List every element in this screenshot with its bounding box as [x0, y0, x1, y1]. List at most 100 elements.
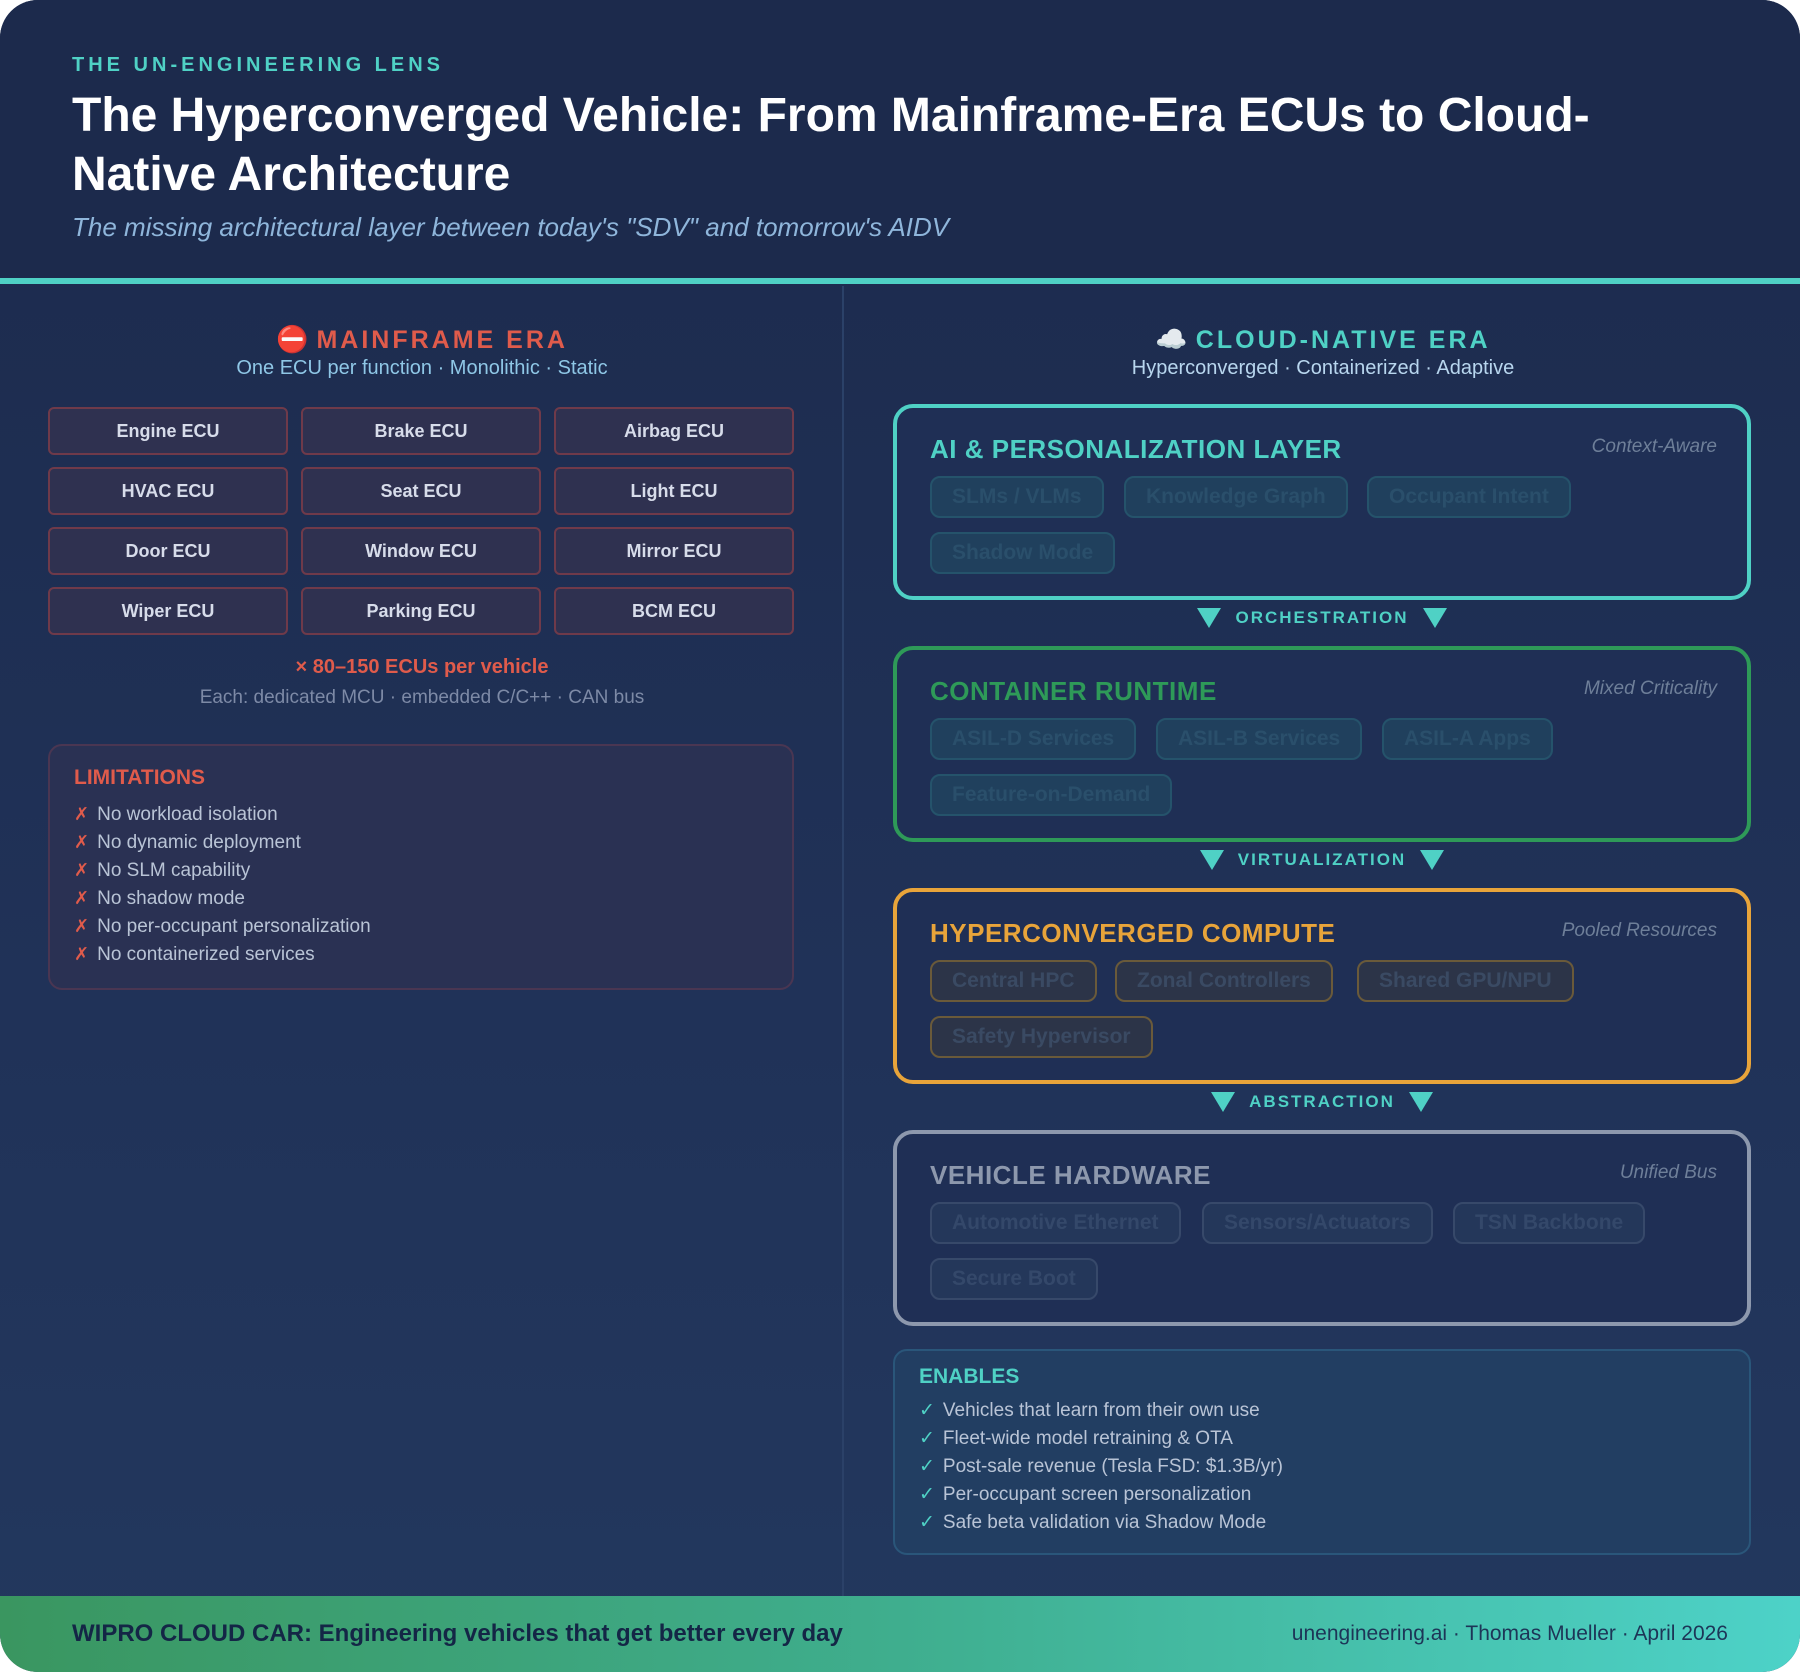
limitations-panel: LIMITATIONS ✗No workload isolation ✗No d… [48, 744, 794, 990]
connector-orchestration: ORCHESTRATION [893, 608, 1751, 648]
limitations-title: LIMITATIONS [74, 766, 206, 789]
header-divider [0, 278, 1800, 284]
footer-bar: WIPRO CLOUD CAR: Engineering vehicles th… [0, 1596, 1800, 1672]
layer-chip: SLMs / VLMs [930, 476, 1104, 518]
column-divider [842, 286, 844, 1596]
list-item: ✗No dynamic deployment [74, 832, 301, 853]
enables-list: ✓Vehicles that learn from their own use … [919, 1397, 1283, 1537]
layer-chip: Safety Hypervisor [930, 1016, 1153, 1058]
layer-title: HYPERCONVERGED COMPUTE [930, 918, 1336, 948]
no-entry-icon: ⛔ [276, 324, 309, 354]
layer-chip: TSN Backbone [1453, 1202, 1646, 1244]
cross-icon: ✗ [74, 832, 90, 852]
list-item: ✗No workload isolation [74, 804, 278, 825]
enables-panel: ENABLES ✓Vehicles that learn from their … [893, 1349, 1751, 1555]
list-item: ✗No per-occupant personalization [74, 916, 371, 937]
page-subtitle: The missing architectural layer between … [72, 212, 950, 242]
layer-title: CONTAINER RUNTIME [930, 676, 1217, 706]
arrow-down-icon [1199, 850, 1224, 870]
footer-tagline: WIPRO CLOUD CAR: Engineering vehicles th… [72, 1620, 843, 1647]
ecu-grid: Engine ECU Brake ECU Airbag ECU HVAC ECU… [48, 407, 794, 637]
list-item: ✓Post-sale revenue (Tesla FSD: $1.3B/yr) [919, 1456, 1283, 1477]
layer-vehicle-hardware: VEHICLE HARDWARE Unified Bus Automotive … [893, 1130, 1751, 1326]
arrow-down-icon [1211, 1092, 1236, 1112]
list-item: ✗No SLM capability [74, 860, 251, 881]
cross-icon: ✗ [74, 944, 90, 964]
layer-chip: Knowledge Graph [1124, 476, 1348, 518]
check-icon: ✓ [919, 1456, 935, 1477]
check-icon: ✓ [919, 1512, 935, 1533]
check-icon: ✓ [919, 1400, 935, 1421]
list-item: ✓Fleet-wide model retraining & OTA [919, 1428, 1233, 1449]
cloud-native-era-header: ☁️CLOUD-NATIVE ERA Hyperconverged · Cont… [973, 324, 1673, 380]
list-item: ✓Safe beta validation via Shadow Mode [919, 1512, 1267, 1533]
layer-tag: Unified Bus [1619, 1162, 1717, 1183]
enables-title: ENABLES [919, 1365, 1020, 1388]
layer-chip: Secure Boot [930, 1258, 1098, 1300]
ecu-count: × 80–150 ECUs per vehicle [295, 656, 549, 678]
ecu-box: Airbag ECU [554, 407, 794, 455]
ecu-box: HVAC ECU [48, 467, 288, 515]
cross-icon: ✗ [74, 860, 90, 880]
list-item: ✓Per-occupant screen personalization [919, 1484, 1252, 1505]
arrow-down-icon [1197, 608, 1222, 628]
layer-chip: Shared GPU/NPU [1357, 960, 1574, 1002]
footer-credit: unengineering.ai · Thomas Mueller · Apri… [1291, 1622, 1728, 1645]
list-item: ✗No shadow mode [74, 888, 245, 909]
ecu-box: Wiper ECU [48, 587, 288, 635]
cloud-icon: ☁️ [1155, 324, 1188, 354]
layer-chip: Sensors/Actuators [1202, 1202, 1433, 1244]
layer-container-runtime: CONTAINER RUNTIME Mixed Criticality ASIL… [893, 646, 1751, 842]
layer-chip: Central HPC [930, 960, 1097, 1002]
layer-tag: Pooled Resources [1561, 920, 1717, 941]
layer-chip: ASIL-B Services [1156, 718, 1363, 760]
arrow-down-icon [1422, 608, 1447, 628]
cloud-native-era-subtitle: Hyperconverged · Containerized · Adaptiv… [1131, 357, 1515, 379]
check-icon: ✓ [919, 1428, 935, 1449]
page-title: The Hyperconverged Vehicle: From Mainfra… [72, 89, 1590, 201]
limitations-list: ✗No workload isolation ✗No dynamic deplo… [74, 800, 371, 968]
header: THE UN-ENGINEERING LENS The Hyperconverg… [0, 0, 1800, 280]
layer-title: AI & PERSONALIZATION LAYER [930, 434, 1342, 464]
ecu-box: Door ECU [48, 527, 288, 575]
layer-chip: Feature-on-Demand [930, 774, 1173, 816]
connector-virtualization: VIRTUALIZATION [893, 850, 1751, 890]
connector-label: ORCHESTRATION [1235, 608, 1409, 627]
ecu-box: BCM ECU [554, 587, 794, 635]
cross-icon: ✗ [74, 888, 90, 908]
ecu-box: Mirror ECU [554, 527, 794, 575]
check-icon: ✓ [919, 1484, 935, 1505]
ecu-box: Window ECU [301, 527, 541, 575]
layer-chip: Automotive Ethernet [930, 1202, 1181, 1244]
mainframe-era-title: MAINFRAME ERA [316, 326, 568, 354]
connector-abstraction: ABSTRACTION [893, 1092, 1751, 1132]
layer-chip: Shadow Mode [930, 532, 1116, 574]
connector-label: ABSTRACTION [1249, 1092, 1395, 1111]
cross-icon: ✗ [74, 804, 90, 824]
ecu-box: Engine ECU [48, 407, 288, 455]
arrow-down-icon [1408, 1092, 1433, 1112]
ecu-box: Brake ECU [301, 407, 541, 455]
connector-label: VIRTUALIZATION [1237, 850, 1407, 869]
layer-chip: ASIL-A Apps [1382, 718, 1553, 760]
cloud-native-era-title: CLOUD-NATIVE ERA [1195, 326, 1491, 354]
layer-chip: ASIL-D Services [930, 718, 1137, 760]
mainframe-era-header: ⛔MAINFRAME ERA One ECU per function · Mo… [72, 324, 772, 380]
layer-chip: Occupant Intent [1367, 476, 1571, 518]
ecu-box: Seat ECU [301, 467, 541, 515]
mainframe-era-subtitle: One ECU per function · Monolithic · Stat… [236, 357, 608, 379]
list-item: ✓Vehicles that learn from their own use [919, 1400, 1260, 1421]
arrow-down-icon [1420, 850, 1445, 870]
list-item: ✗No containerized services [74, 944, 315, 965]
layer-hyperconverged-compute: HYPERCONVERGED COMPUTE Pooled Resources … [893, 888, 1751, 1084]
layer-tag: Context-Aware [1591, 436, 1717, 457]
layer-ai-personalization: AI & PERSONALIZATION LAYER Context-Aware… [893, 404, 1751, 600]
ecu-box: Parking ECU [301, 587, 541, 635]
cross-icon: ✗ [74, 916, 90, 936]
layer-title: VEHICLE HARDWARE [930, 1160, 1212, 1190]
eyebrow-label: THE UN-ENGINEERING LENS [72, 54, 445, 76]
ecu-box: Light ECU [554, 467, 794, 515]
layer-chip: Zonal Controllers [1115, 960, 1333, 1002]
layer-tag: Mixed Criticality [1583, 678, 1717, 699]
